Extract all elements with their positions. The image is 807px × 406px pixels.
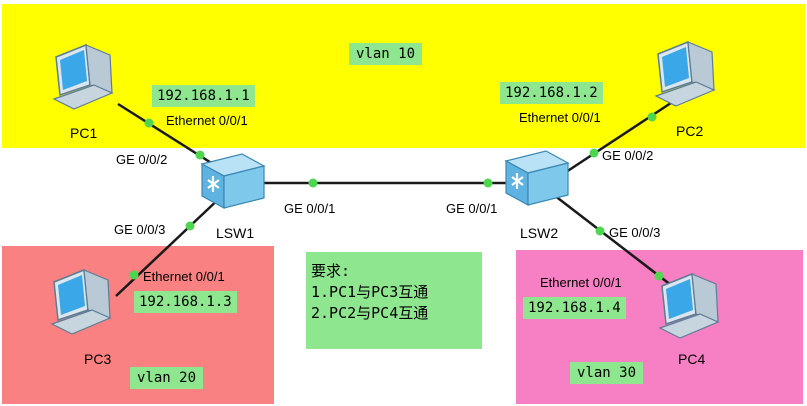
port-dot [308, 178, 318, 188]
link-lsw2-pc2 [559, 95, 681, 178]
lsw2-switch-icon[interactable] [502, 147, 572, 209]
lsw1-ge1-label: GE 0/0/1 [284, 201, 336, 216]
pc4-ip-label: 192.168.1.4 [523, 297, 626, 319]
vlan30-tag: vlan 30 [570, 362, 644, 384]
pc2-computer-icon[interactable] [652, 40, 716, 114]
port-dots [129, 112, 664, 281]
lsw2-ge3-label: GE 0/0/3 [609, 225, 661, 240]
pc1-port-label: Ethernet 0/0/1 [166, 113, 248, 128]
requirement-item: 2.PC2与PC4互通 [311, 304, 429, 322]
pc2-port-label: Ethernet 0/0/1 [519, 110, 601, 125]
lsw1-ge3-label: GE 0/0/3 [114, 222, 166, 237]
pc4-port-label: Ethernet 0/0/1 [540, 275, 622, 290]
lsw2-ge2-label: GE 0/0/2 [602, 148, 654, 163]
pc3-port-label: Ethernet 0/0/1 [143, 269, 225, 284]
lsw2-ge1-label: GE 0/0/1 [446, 201, 498, 216]
pc4-computer-icon[interactable] [656, 272, 720, 346]
lsw1-ge2-label: GE 0/0/2 [116, 152, 168, 167]
requirements-title: 要求: [311, 262, 351, 280]
pc1-ip-label: 192.168.1.1 [152, 85, 255, 107]
pc2-ip-label: 192.168.1.2 [500, 82, 603, 104]
pc4-name: PC4 [678, 351, 706, 367]
port-dot [483, 178, 493, 188]
pc1-computer-icon[interactable] [50, 43, 114, 117]
vlan10-tag: vlan 10 [349, 43, 423, 65]
lsw1-name: LSW1 [216, 225, 255, 241]
port-dot [647, 112, 657, 122]
port-dot [195, 150, 205, 160]
lsw1-switch-icon[interactable] [198, 150, 268, 212]
requirements-box: 要求: 1.PC1与PC3互通 2.PC2与PC4互通 [306, 252, 482, 349]
pc2-name: PC2 [676, 123, 704, 139]
port-dot [589, 148, 599, 158]
port-dot [595, 226, 605, 236]
pc3-name: PC3 [84, 351, 112, 367]
pc1-name: PC1 [70, 125, 98, 141]
port-dot [185, 221, 195, 231]
pc3-computer-icon[interactable] [48, 268, 112, 342]
port-dot [654, 271, 664, 281]
pc3-ip-label: 192.168.1.3 [134, 291, 237, 313]
vlan20-tag: vlan 20 [130, 367, 204, 389]
port-dot [144, 118, 154, 128]
lsw2-name: LSW2 [520, 225, 559, 241]
port-dot [129, 270, 139, 280]
requirement-item: 1.PC1与PC3互通 [311, 283, 429, 301]
